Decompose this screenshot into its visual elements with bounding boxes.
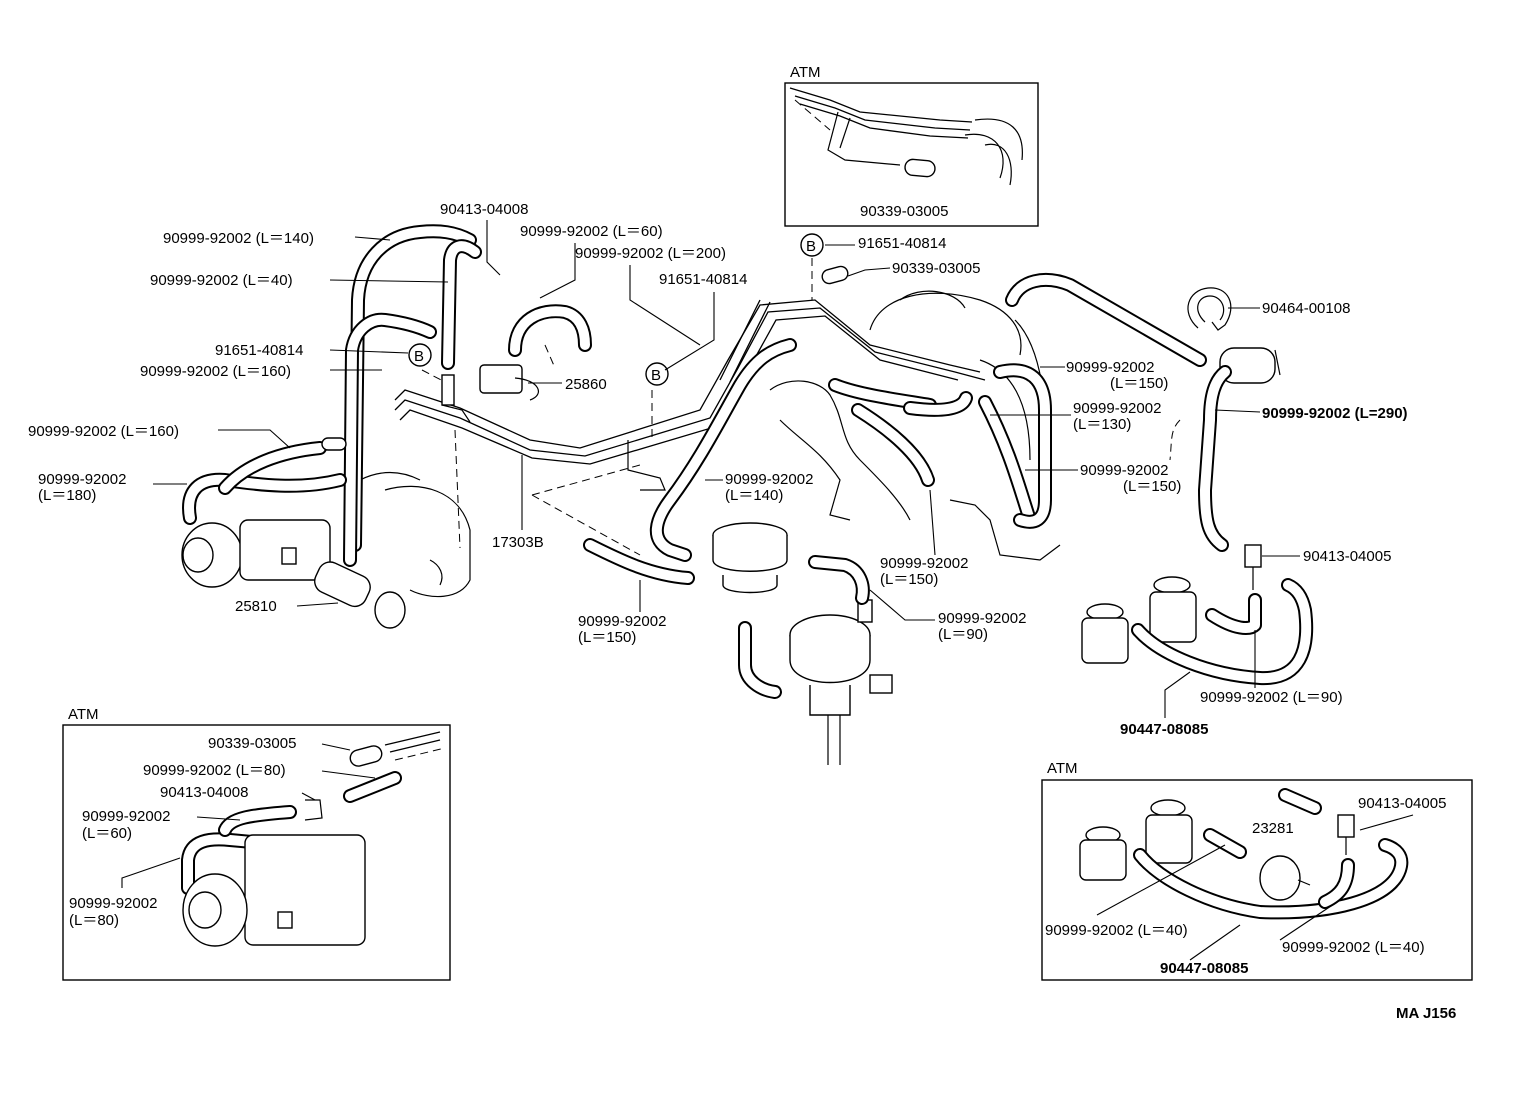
svg-text:B: B [651, 367, 661, 384]
label-hose-l90-a-line1: 90999-92002 [938, 610, 1026, 627]
label-hose-l150-c-line2: (L＝150) [880, 571, 938, 588]
reference-code: MA J156 [1396, 1005, 1456, 1022]
label-90413-04005-main: 90413-04005 [1303, 548, 1391, 565]
bl-l80a-label: 90999-92002 (L＝80) [143, 762, 286, 779]
label-90413-04008: 90413-04008 [440, 201, 528, 218]
bl-l80b-line1: 90999-92002 [69, 895, 157, 912]
label-hose-l130-line1: 90999-92002 [1073, 400, 1161, 417]
bottom-right-atm-inset: ATM 90413-04005 23281 90999-92002 (L＝40)… [1041, 760, 1473, 981]
label-hose-l40-top: 90999-92002 (L＝40) [150, 272, 293, 289]
svg-text:B: B [806, 238, 816, 255]
label-hose-l160-a: 90999-92002 (L＝160) [140, 363, 291, 380]
bottom-left-inset-title: ATM [68, 706, 99, 723]
label-hose-l60-top: 90999-92002 (L＝60) [520, 223, 663, 240]
bl-l80b-line2: (L＝80) [69, 912, 119, 929]
label-90339-top: 90339-03005 [892, 260, 980, 277]
br-90447-label: 90447-08085 [1160, 960, 1248, 977]
main-engine-assembly: B B B [181, 224, 1314, 765]
top-inset-part-label: 90339-03005 [860, 203, 948, 220]
label-hose-l150-b-line2: (L＝150) [1123, 478, 1181, 495]
label-hose-l150-c-line1: 90999-92002 [880, 555, 968, 572]
label-17303b: 17303B [492, 534, 544, 551]
b-marker: B [645, 362, 669, 386]
bl-l60-line1: 90999-92002 [82, 808, 170, 825]
bl-90413-label: 90413-04008 [160, 784, 248, 801]
top-inset-title: ATM [790, 64, 821, 81]
label-25810: 25810 [235, 598, 277, 615]
label-hose-l90-b: 90999-92002 (L＝90) [1200, 689, 1343, 706]
br-l40a-label: 90999-92002 (L＝40) [1045, 922, 1188, 939]
label-hose-l160-b: 90999-92002 (L＝160) [28, 423, 179, 440]
callouts: 90413-04008 90999-92002 (L＝140) 90999-92… [28, 201, 1456, 1022]
bottom-left-atm-inset: ATM 90339-03005 90999-92002 (L＝80) 90413… [62, 706, 451, 981]
bl-90339-label: 90339-03005 [208, 735, 296, 752]
br-l40b-label: 90999-92002 (L＝40) [1282, 939, 1425, 956]
label-91651-mid: 91651-40814 [659, 271, 747, 288]
label-hose-l140-mid-line2: (L＝140) [725, 487, 783, 504]
label-hose-l140-mid-line1: 90999-92002 [725, 471, 813, 488]
label-90464-00108: 90464-00108 [1262, 300, 1350, 317]
label-hose-l150-d-line2: (L＝150) [578, 629, 636, 646]
br-23281-label: 23281 [1252, 820, 1294, 837]
label-91651-top: 91651-40814 [858, 235, 946, 252]
label-25860: 25860 [565, 376, 607, 393]
bl-l60-line2: (L＝60) [82, 825, 132, 842]
label-hose-l180-line2: (L＝180) [38, 487, 96, 504]
b-marker: B [408, 343, 432, 367]
label-hose-l150-d-line1: 90999-92002 [578, 613, 666, 630]
label-hose-l290: 90999-92002 (L=290) [1262, 405, 1408, 422]
svg-text:B: B [414, 348, 424, 365]
label-91651-left: 91651-40814 [215, 342, 303, 359]
top-atm-inset: ATM 90339-03005 [784, 64, 1039, 227]
label-hose-l150-a-line1: 90999-92002 [1066, 359, 1154, 376]
label-hose-l200: 90999-92002 (L＝200) [575, 245, 726, 262]
bottom-right-inset-title: ATM [1047, 760, 1078, 777]
b-marker: B [800, 233, 824, 257]
br-90413-label: 90413-04005 [1358, 795, 1446, 812]
label-90447-main: 90447-08085 [1120, 721, 1208, 738]
label-hose-l180-line1: 90999-92002 [38, 471, 126, 488]
label-hose-l130-line2: (L＝130) [1073, 416, 1131, 433]
label-hose-l150-a-line2: (L＝150) [1110, 375, 1168, 392]
label-hose-l90-a-line2: (L＝90) [938, 626, 988, 643]
label-hose-l140-top: 90999-92002 (L＝140) [163, 230, 314, 247]
label-hose-l150-b-line1: 90999-92002 [1080, 462, 1168, 479]
